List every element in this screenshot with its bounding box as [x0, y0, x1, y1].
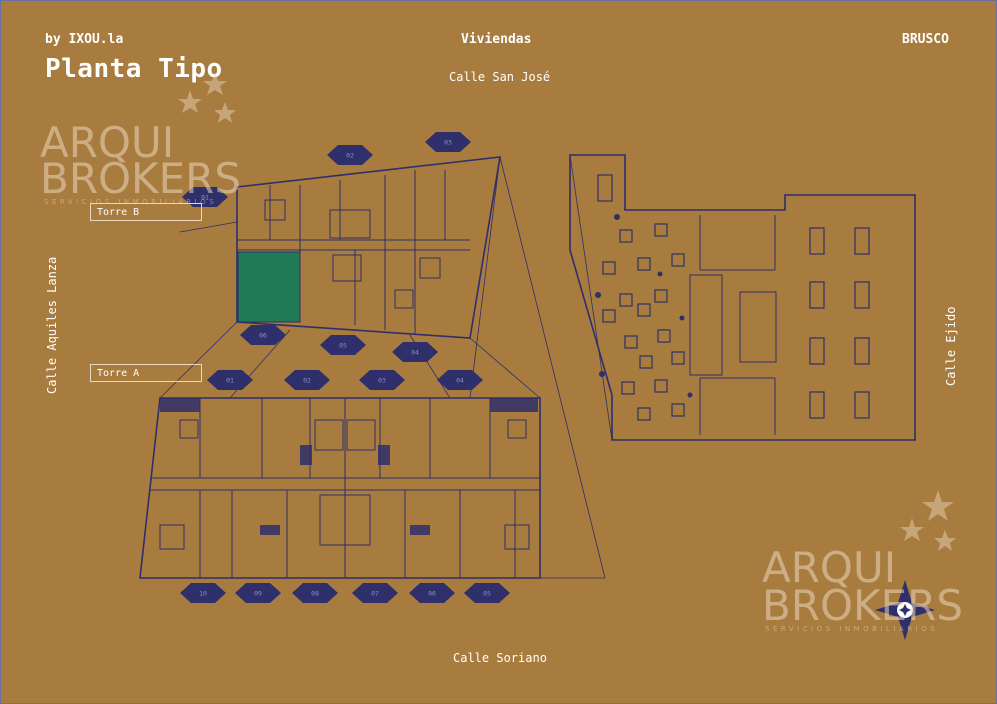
unit-label-tower_a_bottom-05: 05 [483, 590, 491, 598]
highlighted-unit [237, 251, 301, 323]
watermark-top-line2: BROKERS [40, 154, 241, 203]
tower-a-label: Torre A [90, 364, 202, 382]
unit-marker-tower_a_bottom-08 [292, 583, 338, 603]
unit-label-tower_a_bottom-10: 10 [199, 590, 207, 598]
unit-marker-tower_a_top-04 [437, 370, 483, 390]
watermark-bottom-tagline: SERVICIOS INMOBILIARIOS [765, 625, 939, 633]
page-title: Planta Tipo [45, 54, 223, 84]
unit-label-tower_b-06: 06 [259, 332, 267, 340]
unit-marker-tower_b-01 [182, 187, 228, 207]
watermark-top-tagline: SERVICIOS INMOBILIARIOS [44, 198, 218, 206]
unit-label-tower_b-05: 05 [339, 342, 347, 350]
unit-label-tower_b-02: 02 [346, 152, 354, 160]
amenities-outline [569, 154, 916, 441]
unit-marker-tower_a_bottom-10 [180, 583, 226, 603]
compass-icon [875, 580, 935, 640]
watermark-bottom-line1: ARQUI [762, 543, 897, 592]
unit-marker-tower_b-04 [392, 342, 438, 362]
unit-marker-tower_a_bottom-09 [235, 583, 281, 603]
unit-marker-tower_a_top-03 [359, 370, 405, 390]
unit-label-tower_a_top-01: 01 [226, 377, 234, 385]
unit-marker-tower_a_bottom-06 [409, 583, 455, 603]
watermark-top-line1: ARQUI [40, 118, 175, 167]
unit-marker-tower_a_top-01 [207, 370, 253, 390]
category-label: Viviendas [461, 32, 532, 47]
tower-b-label: Torre B [90, 203, 202, 221]
unit-marker-tower_b-06 [240, 325, 286, 345]
unit-label-tower_a_top-04: 04 [456, 377, 464, 385]
watermark-bottom-line2: BROKERS [762, 581, 963, 630]
unit-label-tower_b-04: 04 [411, 349, 419, 357]
developer-credit: by IXOU.la [45, 32, 124, 47]
unit-marker-tower_b-02 [327, 145, 373, 165]
unit-label-tower_a_bottom-06: 06 [428, 590, 436, 598]
street-bottom: Calle Soriano [453, 651, 547, 665]
unit-marker-tower_a_top-02 [284, 370, 330, 390]
project-name: BRUSCO [902, 32, 949, 47]
unit-label-tower_a_bottom-09: 09 [254, 590, 262, 598]
unit-marker-tower_a_bottom-05 [464, 583, 510, 603]
unit-markers: 01 02 03 04 05 06 01 02 03 04 10 09 08 07 06 05 [180, 132, 510, 603]
unit-label-tower_a_top-02: 02 [303, 377, 311, 385]
unit-marker-tower_b-05 [320, 335, 366, 355]
unit-label-tower_b-01: 01 [201, 194, 209, 202]
unit-marker-tower_a_bottom-07 [352, 583, 398, 603]
unit-label-tower_a_bottom-08: 08 [311, 590, 319, 598]
unit-label-tower_a_bottom-07: 07 [371, 590, 379, 598]
amenity-tables [597, 174, 870, 421]
unit-marker-tower_b-03 [425, 132, 471, 152]
street-top: Calle San José [449, 70, 551, 84]
unit-label-tower_b-03: 03 [444, 139, 452, 147]
unit-label-tower_a_top-03: 03 [378, 377, 386, 385]
